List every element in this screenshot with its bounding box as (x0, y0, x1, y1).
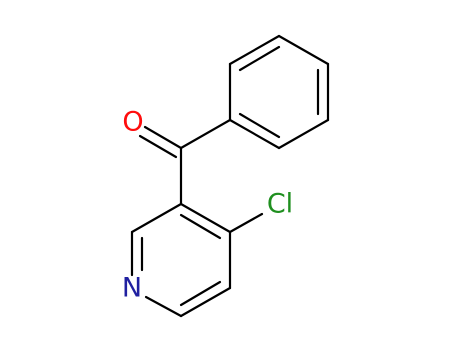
bond-pyridine-4 (179, 286, 232, 318)
bond-phenyl-carbonyl (179, 118, 232, 150)
bond-carbonyl-o-2 (138, 134, 178, 159)
bond-pyridine-6 (179, 202, 232, 234)
nitrogen-atom-label: N (122, 273, 142, 304)
bond-pyridine-4-inner (179, 280, 222, 307)
bond-pyridine-3 (144, 295, 183, 318)
bond-phenyl-5-inner (238, 112, 281, 139)
bond-lines (130, 34, 330, 318)
bond-chlorine (228, 212, 264, 234)
bond-phenyl-5 (228, 118, 281, 150)
bond-pyridine-6-inner (179, 213, 222, 240)
bond-pyridine-1 (130, 202, 183, 234)
bond-carbonyl-o-1 (143, 125, 183, 150)
chlorine-atom-label: Cl (267, 189, 293, 220)
oxygen-atom-label: O (122, 107, 143, 138)
bond-phenyl-1-inner (238, 45, 281, 72)
bond-phenyl-4 (277, 118, 330, 150)
bond-phenyl-1 (228, 34, 281, 66)
bond-phenyl-2 (277, 34, 330, 66)
